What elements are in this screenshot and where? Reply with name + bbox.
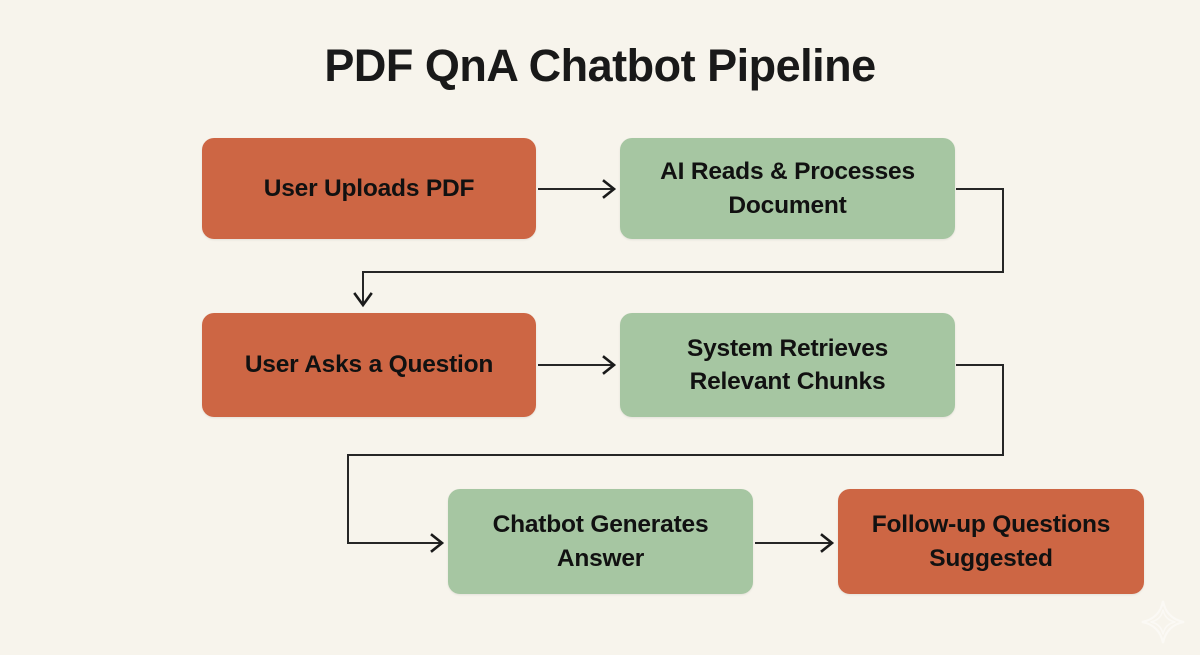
node-label: User Uploads PDF <box>263 174 475 202</box>
node-user-asks-a-question[interactable]: User Asks a Question <box>202 313 536 417</box>
node-system-retrieves-relevant-chunks[interactable]: System Retrieves Relevant Chunks <box>620 313 955 417</box>
node-label: Follow-up Questions Suggested <box>871 511 1111 572</box>
node-user-uploads-pdf[interactable]: User Uploads PDF <box>202 138 536 239</box>
connector-user-asks-to-system-retrieves <box>538 355 617 375</box>
node-label: Chatbot Generates Answer <box>492 511 709 572</box>
sparkle-diamond-icon <box>1141 600 1185 644</box>
page-title: PDF QnA Chatbot Pipeline <box>324 40 876 91</box>
connector-chatbot-generates-to-follow-up <box>755 533 835 553</box>
node-label: System Retrieves Relevant Chunks <box>686 334 889 395</box>
node-label: User Asks a Question <box>244 351 494 379</box>
connector-user-uploads-to-ai-reads <box>538 179 617 199</box>
node-ai-reads-processes-document[interactable]: AI Reads & Processes Document <box>620 138 955 239</box>
node-chatbot-generates-answer[interactable]: Chatbot Generates Answer <box>448 489 753 594</box>
node-follow-up-questions-suggested[interactable]: Follow-up Questions Suggested <box>838 489 1144 594</box>
node-label: AI Reads & Processes Document <box>660 158 915 219</box>
